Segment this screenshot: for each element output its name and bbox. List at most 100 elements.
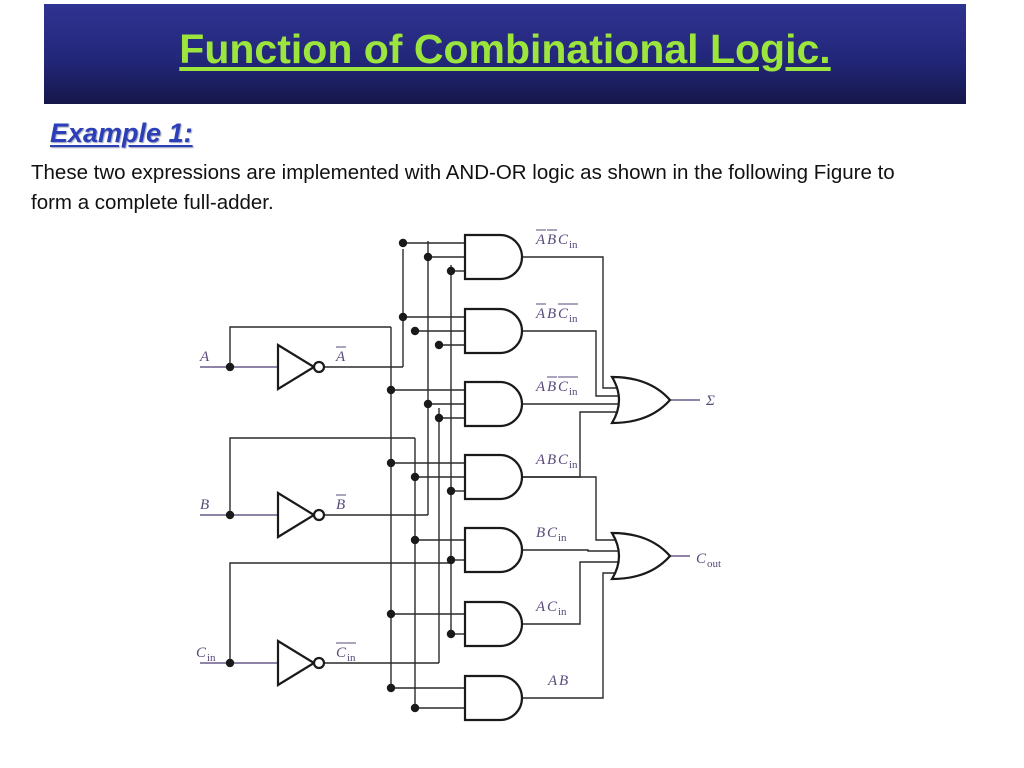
title-bar: Function of Combinational Logic. xyxy=(44,4,966,104)
inverter-bubble xyxy=(312,656,326,670)
term-letter: B xyxy=(547,306,556,322)
term-letter: C xyxy=(558,232,569,248)
term-letter: C xyxy=(696,551,707,567)
junction-dot xyxy=(398,312,408,322)
and-gate xyxy=(463,600,524,648)
body-text: These two expressions are implemented wi… xyxy=(31,161,895,214)
and-gate xyxy=(463,674,524,722)
term-subscript: in xyxy=(558,532,567,544)
term-letter: C xyxy=(547,599,558,615)
junction-dot xyxy=(410,535,420,545)
junction-dot xyxy=(410,472,420,482)
term-subscript: in xyxy=(569,386,578,398)
and-gate xyxy=(463,453,524,501)
inverter xyxy=(276,491,317,539)
junction-dot xyxy=(386,385,396,395)
junction-dot xyxy=(434,413,444,423)
junction-dot xyxy=(225,510,235,520)
term-letter: B xyxy=(547,379,556,395)
sum-label: Σ xyxy=(705,393,715,409)
term-letter: B xyxy=(336,497,345,513)
wires xyxy=(200,241,700,710)
junction-dot xyxy=(446,266,456,276)
and-gate xyxy=(463,380,524,428)
term-letter: C xyxy=(558,452,569,468)
term-subscript: in xyxy=(558,606,567,618)
term-letter: A xyxy=(535,232,546,248)
and-to-or-cout-wire xyxy=(522,549,618,552)
inverter xyxy=(276,343,317,391)
junction-dot xyxy=(446,629,456,639)
inverter-output-label: B xyxy=(336,494,346,513)
inverter xyxy=(276,639,317,687)
junction-dot xyxy=(386,609,396,619)
and-to-or-cout-wire xyxy=(522,572,618,699)
term-letter: B xyxy=(559,673,568,689)
input-a-true-wire xyxy=(229,326,391,367)
junction-dot xyxy=(410,703,420,713)
term-letter: B xyxy=(536,525,545,541)
example-heading: Example 1: xyxy=(50,118,193,148)
inverter-bubble xyxy=(312,508,326,522)
inverter-bubble xyxy=(312,360,326,374)
input-label: A xyxy=(199,349,210,365)
input-b-true-wire xyxy=(229,437,415,515)
junction-dot xyxy=(386,458,396,468)
junction-dot xyxy=(446,555,456,565)
term-letter: C xyxy=(558,379,569,395)
term-letter: A xyxy=(535,452,546,468)
or-gate-cout xyxy=(610,531,672,581)
term-letter: C xyxy=(196,645,207,661)
and-to-or-sum-wire xyxy=(522,330,618,397)
term-subscript: out xyxy=(707,558,721,570)
slide-title: Function of Combinational Logic. xyxy=(179,25,831,72)
and-to-or-cout-wire xyxy=(522,476,618,541)
term-subscript: in xyxy=(569,459,578,471)
term-subscript: in xyxy=(347,652,356,664)
term-letter: C xyxy=(336,645,347,661)
term-letter: Σ xyxy=(705,393,715,409)
or-gate-sum xyxy=(610,375,672,425)
input-label: B xyxy=(200,497,209,513)
junction-dot xyxy=(225,362,235,372)
term-subscript: in xyxy=(569,239,578,251)
term-subscript: in xyxy=(569,313,578,325)
and-to-or-cout-wire xyxy=(522,561,618,625)
inverter-output-label: A xyxy=(335,346,346,365)
junction-dot xyxy=(225,658,235,668)
term-letter: A xyxy=(535,379,546,395)
and-gate xyxy=(463,526,524,574)
and-gate xyxy=(463,307,524,355)
junction-dot xyxy=(446,486,456,496)
term-letter: A xyxy=(535,599,546,615)
term-letter: A xyxy=(199,349,210,365)
junction-dot xyxy=(410,326,420,336)
gates xyxy=(276,233,672,722)
term-letter: A xyxy=(535,306,546,322)
term-letter: A xyxy=(335,349,346,365)
term-letter: B xyxy=(547,232,556,248)
and-to-or-sum-wire xyxy=(522,256,618,389)
junction-dot xyxy=(398,238,408,248)
junction-dot xyxy=(386,683,396,693)
term-letter: C xyxy=(558,306,569,322)
junction-dot xyxy=(423,252,433,262)
term-subscript: in xyxy=(207,652,216,664)
term-letter: B xyxy=(200,497,209,513)
input-cin-true-wire xyxy=(229,562,451,663)
and-gate xyxy=(463,233,524,281)
junction-dot xyxy=(423,399,433,409)
term-letter: A xyxy=(547,673,558,689)
